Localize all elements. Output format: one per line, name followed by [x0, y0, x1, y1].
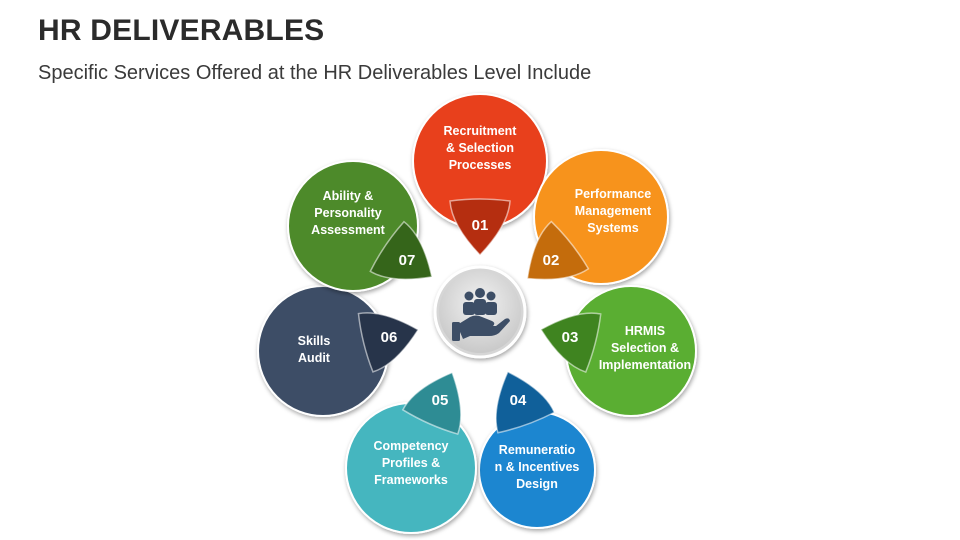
deliverable-number: 04 — [510, 392, 527, 409]
petal-wedge — [526, 220, 590, 281]
page-subtitle: Specific Services Offered at the HR Deli… — [38, 62, 592, 84]
center-hub — [433, 265, 527, 359]
petal-wedge — [401, 371, 462, 436]
deliverable-number: 03 — [562, 329, 579, 346]
deliverable-number: 07 — [399, 252, 416, 269]
petal-wedge — [495, 370, 556, 434]
petal-wedge — [449, 198, 511, 257]
deliverable-number: 06 — [381, 329, 398, 346]
page-title: HR DELIVERABLES — [38, 14, 325, 47]
petal-wedge — [539, 312, 602, 373]
people-in-hand-icon — [452, 288, 510, 341]
petal-wedge — [369, 220, 433, 280]
petal-wedge — [357, 312, 420, 373]
deliverable-number: 05 — [432, 392, 449, 409]
deliverable-number: 01 — [472, 217, 489, 234]
deliverable-number: 02 — [543, 252, 560, 269]
